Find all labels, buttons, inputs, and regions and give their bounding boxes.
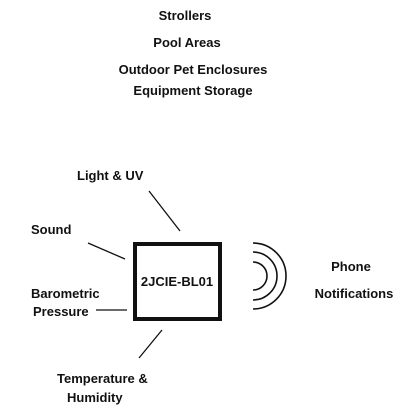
applications-list: Strollers Pool Areas Outdoor Pet Enclosu… — [119, 8, 268, 98]
application-item-strollers: Strollers — [159, 8, 212, 23]
barometric-label-line2: Pressure — [33, 304, 89, 319]
sound-connector — [87, 242, 126, 260]
measurement-labels: Light & UV Sound Barometric Pressure Tem… — [31, 168, 148, 405]
light-uv-connector — [148, 190, 181, 232]
temperature-label-line2: Humidity — [67, 390, 123, 405]
sensor-box-outline — [133, 242, 222, 321]
wireless-signal-icon — [252, 242, 287, 310]
temperature-connector — [138, 329, 163, 359]
sensor-model-label: 2JCIE-BL01 — [141, 274, 213, 289]
signal-wave-1 — [252, 261, 268, 291]
signal-wave-3 — [252, 242, 287, 310]
sensor-box: 2JCIE-BL01 — [133, 242, 222, 321]
connector-lines — [87, 190, 181, 359]
sound-label: Sound — [31, 222, 71, 237]
barometric-label-line1: Barometric — [31, 286, 100, 301]
signal-wave-2 — [252, 251, 278, 301]
temperature-label-line1: Temperature & — [57, 371, 148, 386]
application-item-pool-areas: Pool Areas — [153, 35, 220, 50]
notifications-label: Notifications — [315, 286, 394, 301]
application-item-pet-enclosures: Outdoor Pet Enclosures — [119, 62, 268, 77]
phone-label: Phone — [331, 259, 371, 274]
output-labels: Phone Notifications — [315, 259, 394, 301]
application-item-equipment-storage: Equipment Storage — [133, 83, 252, 98]
light-uv-label: Light & UV — [77, 168, 144, 183]
